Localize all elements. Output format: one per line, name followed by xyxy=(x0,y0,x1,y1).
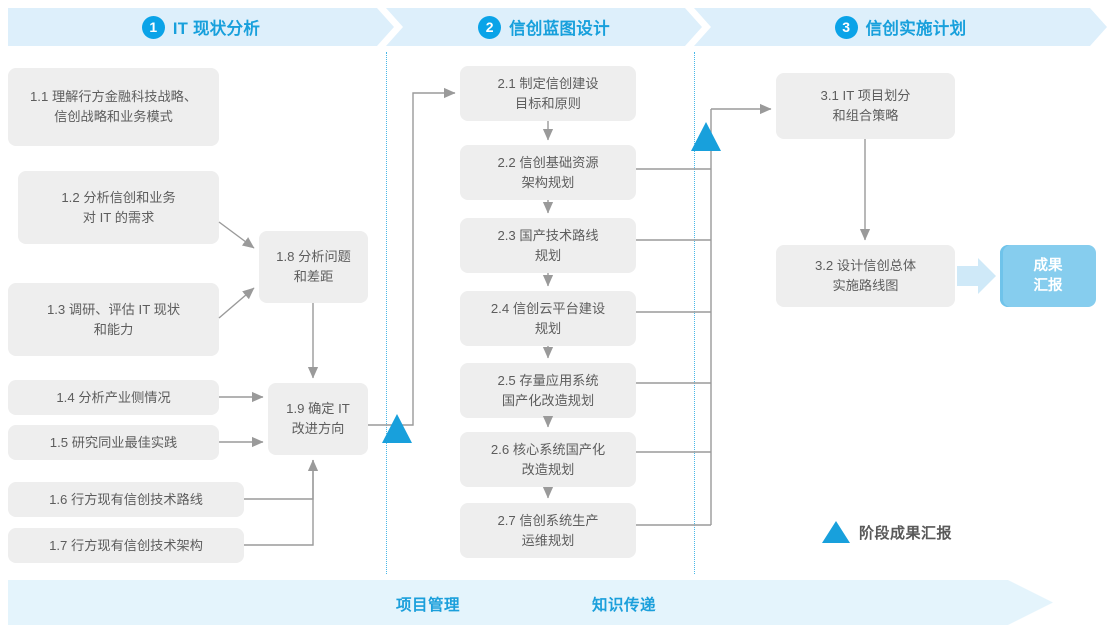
process-box-2-3[interactable]: 2.3 国产技术路线 规划 xyxy=(460,218,636,273)
process-box-1-5[interactable]: 1.5 研究同业最佳实践 xyxy=(8,425,219,460)
process-box-1-4[interactable]: 1.4 分析产业侧情况 xyxy=(8,380,219,415)
process-box-3-2[interactable]: 3.2 设计信创总体 实施路线图 xyxy=(776,245,955,307)
result-block-arrow xyxy=(957,258,996,294)
process-box-2-5[interactable]: 2.5 存量应用系统 国产化改造规划 xyxy=(460,363,636,418)
process-box-2-1[interactable]: 2.1 制定信创建设 目标和原则 xyxy=(460,66,636,121)
process-box-1-8[interactable]: 1.8 分析问题 和差距 xyxy=(259,231,368,303)
phase-number-badge-1: 1 xyxy=(141,15,165,39)
phase-segment-3[interactable]: 3 信创实施计划 xyxy=(694,8,1107,46)
process-box-1-7[interactable]: 1.7 行方现有信创技术架构 xyxy=(8,528,244,563)
phase-divider-2 xyxy=(694,52,695,574)
legend-label: 阶段成果汇报 xyxy=(859,524,953,542)
process-box-1-3[interactable]: 1.3 调研、评估 IT 现状 和能力 xyxy=(8,283,219,356)
triangle-marker-icon xyxy=(822,521,850,543)
phase-number-badge-3: 3 xyxy=(834,15,858,39)
stage-milestone-triangle-2 xyxy=(691,122,721,151)
result-report-box[interactable]: 成果 汇报 xyxy=(1000,245,1096,307)
phase-header-band: 1 IT 现状分析 2 信创蓝图设计 3 信创实施计划 xyxy=(8,8,1107,46)
bottom-label-knowledge-transfer: 知识传递 xyxy=(592,597,657,614)
phase-label-1: IT 现状分析 xyxy=(172,20,261,38)
phase-segment-2[interactable]: 2 信创蓝图设计 xyxy=(386,8,702,46)
process-box-2-2[interactable]: 2.2 信创基础资源 架构规划 xyxy=(460,145,636,200)
phase-segment-1[interactable]: 1 IT 现状分析 xyxy=(8,8,394,46)
phase-number-badge-2: 2 xyxy=(478,15,502,39)
process-box-1-1[interactable]: 1.1 理解行方金融科技战略、 信创战略和业务模式 xyxy=(8,68,219,146)
process-box-1-2[interactable]: 1.2 分析信创和业务 对 IT 的需求 xyxy=(18,171,219,244)
phase-label-2: 信创蓝图设计 xyxy=(509,20,610,38)
process-box-2-7[interactable]: 2.7 信创系统生产 运维规划 xyxy=(460,503,636,558)
process-box-1-6[interactable]: 1.6 行方现有信创技术路线 xyxy=(8,482,244,517)
bottom-stream-band xyxy=(8,580,1053,625)
process-box-2-6[interactable]: 2.6 核心系统国产化 改造规划 xyxy=(460,432,636,487)
bottom-label-project-management: 项目管理 xyxy=(396,597,461,614)
phase-label-3: 信创实施计划 xyxy=(865,20,967,38)
legend-stage-milestone: 阶段成果汇报 xyxy=(822,521,952,543)
process-box-2-4[interactable]: 2.4 信创云平台建设 规划 xyxy=(460,291,636,346)
phase-divider-1 xyxy=(386,52,387,574)
process-box-3-1[interactable]: 3.1 IT 项目划分 和组合策略 xyxy=(776,73,955,139)
process-box-1-9[interactable]: 1.9 确定 IT 改进方向 xyxy=(268,383,368,455)
